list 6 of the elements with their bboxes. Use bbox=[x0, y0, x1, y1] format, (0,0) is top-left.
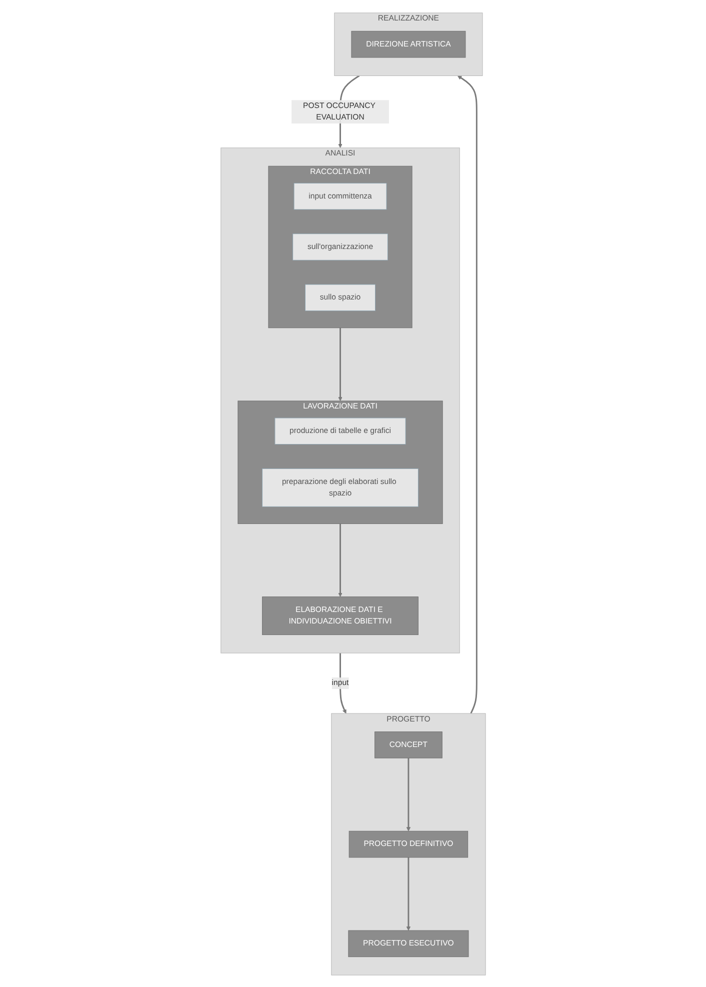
arrow bbox=[338, 327, 342, 401]
arrow bbox=[457, 75, 478, 714]
arrow bbox=[406, 758, 410, 831]
arrow bbox=[339, 652, 346, 714]
arrow bbox=[338, 523, 342, 596]
arrow bbox=[406, 856, 410, 930]
